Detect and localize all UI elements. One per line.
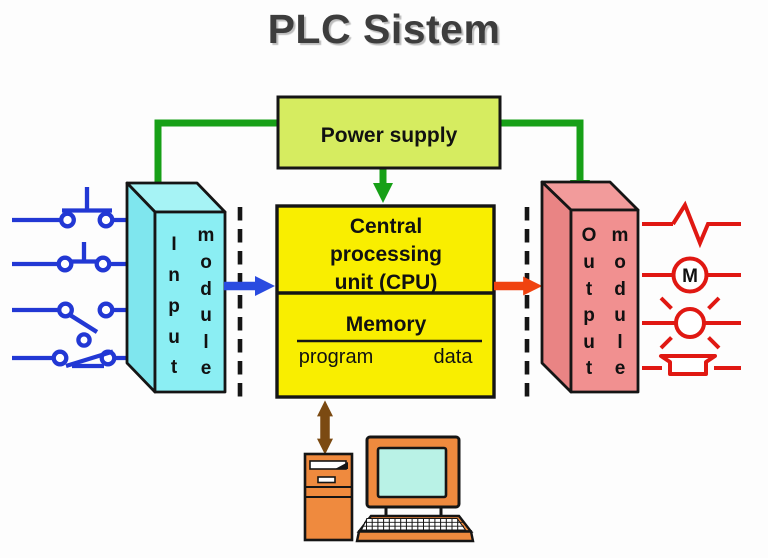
program-label: program (299, 346, 373, 368)
module-letter: o (200, 252, 212, 273)
module-letter: o (614, 252, 626, 273)
lamp-circle (674, 307, 706, 339)
lamp-ray (659, 296, 673, 310)
cpu-box: Central processing unit (CPU) Memory pro… (275, 204, 496, 399)
computer-illustration (303, 435, 475, 543)
module-letter: m (612, 225, 629, 246)
limit-switch-symbol (12, 349, 152, 369)
output-device-wiring: M (642, 200, 741, 376)
input-module: I n p u t m o d u l e (125, 181, 227, 394)
module-letter: u (168, 327, 180, 348)
contact-circle (51, 349, 69, 367)
output-module: O u t p u t m o d u l e (540, 180, 640, 394)
module-letter: e (201, 358, 212, 379)
output-module-side-face (540, 180, 573, 394)
pushbutton-nc-symbol (12, 242, 152, 273)
module-letter: I (171, 234, 176, 255)
contact-circle (97, 211, 115, 229)
monitor-screen (376, 446, 448, 499)
data-label: data (434, 346, 474, 368)
module-letter: p (168, 296, 180, 317)
contact-circle (56, 255, 74, 273)
page-title: PLC Sistem (267, 6, 501, 52)
lamp-symbol (642, 296, 741, 350)
module-letter: t (171, 357, 178, 378)
output-module-label: O u t p u t m o d u l e (582, 225, 629, 379)
module-letter: n (168, 265, 180, 286)
module-letter: p (583, 305, 595, 326)
horn-symbol (642, 354, 741, 376)
module-letter: l (617, 332, 622, 353)
switch-blade (68, 313, 99, 334)
module-letter: u (200, 305, 212, 326)
output-module-front-face (569, 208, 640, 394)
contact-circle (97, 301, 115, 319)
switch-blade (65, 349, 114, 369)
cpu-title-line3: unit (CPU) (335, 271, 438, 294)
module-letter: l (203, 332, 208, 353)
module-letter: d (614, 279, 626, 300)
power-wire-to-output (500, 119, 590, 200)
drive-button (317, 476, 336, 484)
keyboard-front-skirt (355, 530, 475, 543)
cpu-rect (275, 204, 496, 399)
heater-symbol (642, 200, 741, 249)
power-supply-label: Power supply (321, 124, 458, 147)
cpu-title-line2: processing (330, 243, 442, 266)
module-letter: u (583, 252, 595, 273)
module-letter: O (582, 225, 597, 246)
cpu-title-line1: Central (350, 215, 422, 238)
module-letter: t (586, 279, 593, 300)
input-module-front-face (153, 210, 227, 394)
keyboard-keys-area (360, 518, 467, 531)
lamp-ray (659, 336, 673, 350)
power-wire-to-input (148, 119, 278, 204)
contact-circle (94, 255, 112, 273)
horn-body (659, 354, 717, 376)
module-letter: u (583, 332, 595, 353)
contact-circle (57, 301, 74, 319)
input-module-side-face (125, 181, 157, 394)
contact-circle (59, 211, 76, 229)
module-letter: u (614, 305, 626, 326)
motor-label: M (682, 266, 698, 287)
slot-wedge (335, 462, 348, 469)
power-supply-box: Power supply (276, 95, 502, 170)
motor-symbol: M (642, 256, 741, 294)
lamp-ray (707, 336, 721, 350)
module-letter: d (200, 279, 212, 300)
module-letter: e (615, 358, 626, 379)
power-supply-rect (276, 95, 502, 170)
module-letter: t (586, 358, 593, 379)
lamp-ray (707, 296, 721, 310)
module-letter: m (198, 225, 215, 246)
input-module-label: I n p u t m o d u l e (168, 225, 214, 379)
pivot-circle (76, 332, 92, 348)
zigzag (671, 200, 741, 249)
memory-label: Memory (346, 313, 427, 336)
power-wiring (148, 119, 590, 204)
